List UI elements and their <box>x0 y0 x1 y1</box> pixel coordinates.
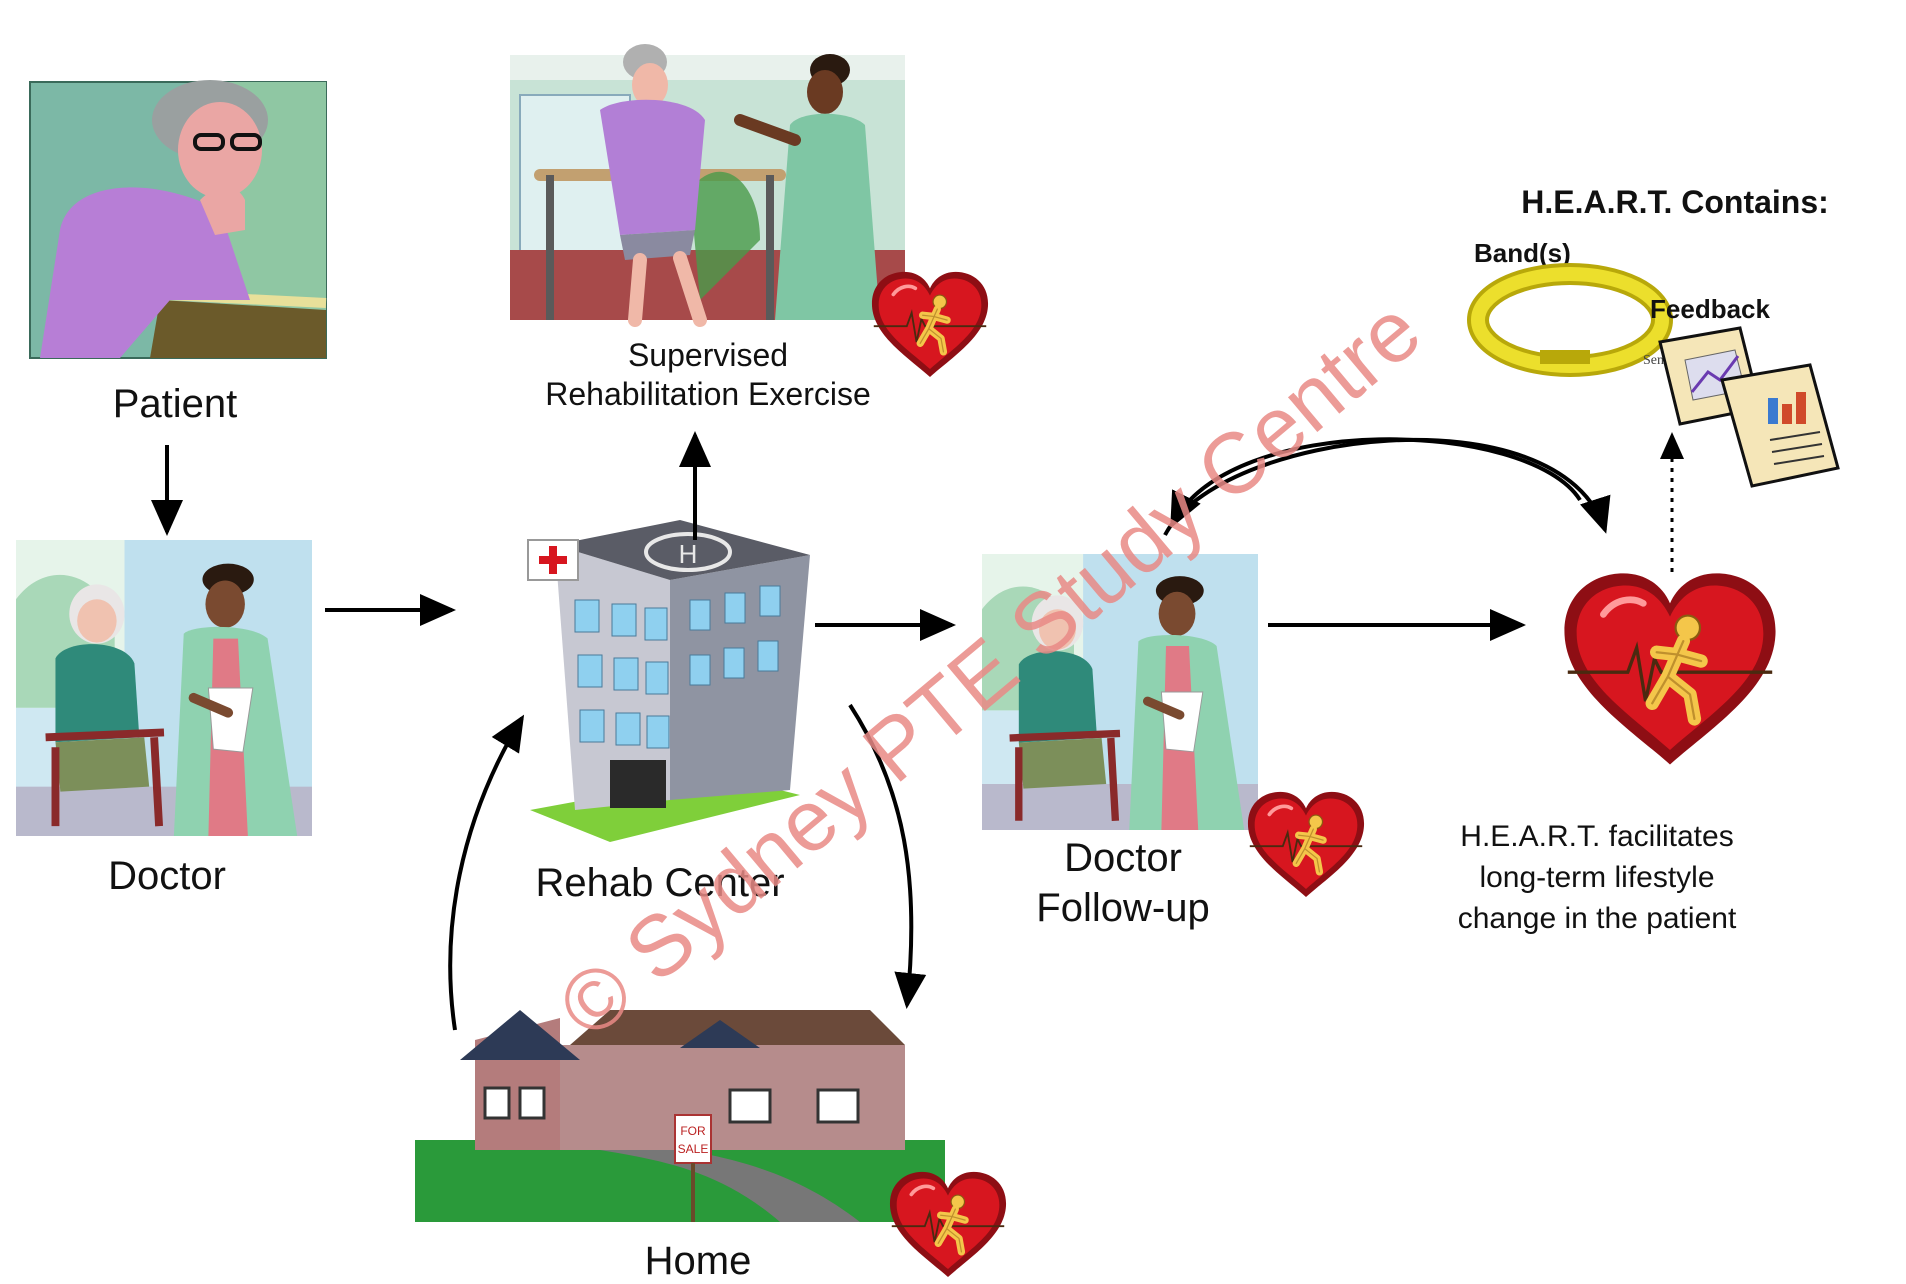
feedback-report-icon <box>1658 326 1840 488</box>
arrow-home-to-rehab <box>448 714 525 1031</box>
rehab-center-label: Rehab Center <box>535 861 784 905</box>
patient-illustration <box>29 80 327 359</box>
feedback-label: Feedback <box>1650 294 1770 324</box>
sensor-label: Sen <box>1643 353 1664 368</box>
heart-desc-line2: long-term lifestyle <box>1479 861 1714 894</box>
band-label: Band(s) <box>1474 238 1571 268</box>
flow-arrows <box>151 431 1684 1031</box>
arrow-rehab-to-home <box>848 703 927 1009</box>
band-icon <box>1467 263 1673 377</box>
house-icon: FOR SALE <box>415 1010 945 1222</box>
followup-label-line1: Doctor <box>1064 836 1182 880</box>
arrow-loop-back <box>1170 437 1582 529</box>
followup-label-line2: Follow-up <box>1036 886 1209 930</box>
patient-label: Patient <box>113 382 238 426</box>
hospital-icon: H <box>527 520 810 842</box>
rehab-exercise-illustration <box>510 44 905 327</box>
svg-text:SALE: SALE <box>678 1142 709 1156</box>
heart-desc-line3: change in the patient <box>1458 902 1737 935</box>
heart-logo-icon <box>1564 573 1775 764</box>
heart-logo-icon <box>890 1172 1006 1277</box>
supervised-label-line1: Supervised <box>628 337 788 373</box>
supervised-label-line2: Rehabilitation Exercise <box>545 376 871 412</box>
svg-text:H: H <box>679 539 698 569</box>
doctor-illustration <box>16 540 312 836</box>
doctor-label: Doctor <box>108 854 226 898</box>
heart-desc-line1: H.E.A.R.T. facilitates <box>1460 820 1733 853</box>
svg-text:FOR: FOR <box>680 1124 706 1138</box>
heart-contains-title: H.E.A.R.T. Contains: <box>1521 184 1829 220</box>
heart-logo-icon <box>1248 792 1364 897</box>
heart-logo-icon <box>872 272 988 377</box>
home-label: Home <box>645 1239 752 1283</box>
